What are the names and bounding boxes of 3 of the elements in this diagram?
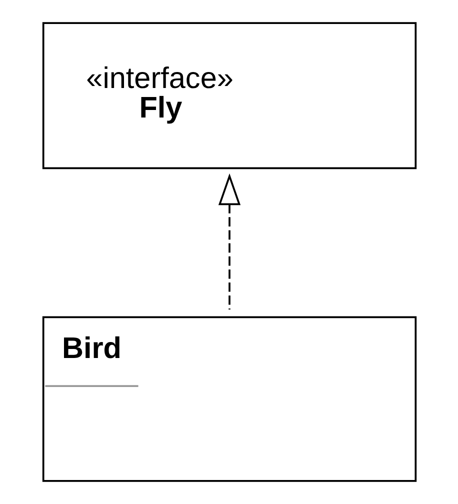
node-box: Bird — [42, 316, 416, 482]
node-box: «interface» Fly — [42, 22, 416, 170]
arrow — [218, 173, 240, 310]
